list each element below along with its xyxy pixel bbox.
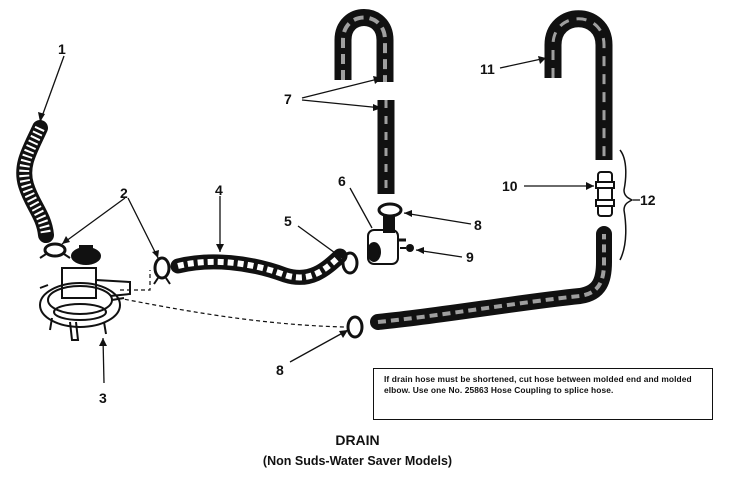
callout-8-lower: 8 [276,362,284,378]
routing-dashed-line [117,270,346,328]
callout-4: 4 [215,182,223,198]
diagram-title: DRAIN [335,432,380,448]
drain-hose [170,248,348,285]
leader-lines [38,55,640,384]
note-box: If drain hose must be shortened, cut hos… [373,368,713,420]
callout-6: 6 [338,173,346,189]
callout-10: 10 [502,178,518,194]
hose-clamp-left [39,242,71,259]
note-text: If drain hose must be shortened, cut hos… [384,374,692,396]
hose-clamp-5 [341,251,359,275]
callout-1: 1 [58,41,66,57]
callout-8-upper: 8 [474,217,482,233]
molded-elbow [367,215,406,265]
callout-labels: 1 2 3 4 5 6 7 8 8 9 10 11 12 [58,41,656,406]
callout-5: 5 [284,213,292,229]
callout-2: 2 [120,185,128,201]
callout-9: 9 [466,249,474,265]
pump [39,245,131,341]
callout-11: 11 [480,61,495,77]
hose-clamp-pump-outlet [153,256,171,285]
hose-coupling [595,171,615,217]
long-drain-hose [370,226,612,330]
screw [400,244,414,252]
corrugated-hose [16,120,54,243]
diagram-subtitle: (Non Suds-Water Saver Models) [262,454,453,468]
callout-3: 3 [99,390,107,406]
callout-7: 7 [284,91,292,107]
brace-12 [619,149,634,261]
upper-hose-j [334,9,394,82]
top-hose-j [544,10,613,160]
callout-12: 12 [640,192,656,208]
hose-clamp-8-upper [377,202,403,218]
hose-clamp-8-lower [346,315,364,339]
